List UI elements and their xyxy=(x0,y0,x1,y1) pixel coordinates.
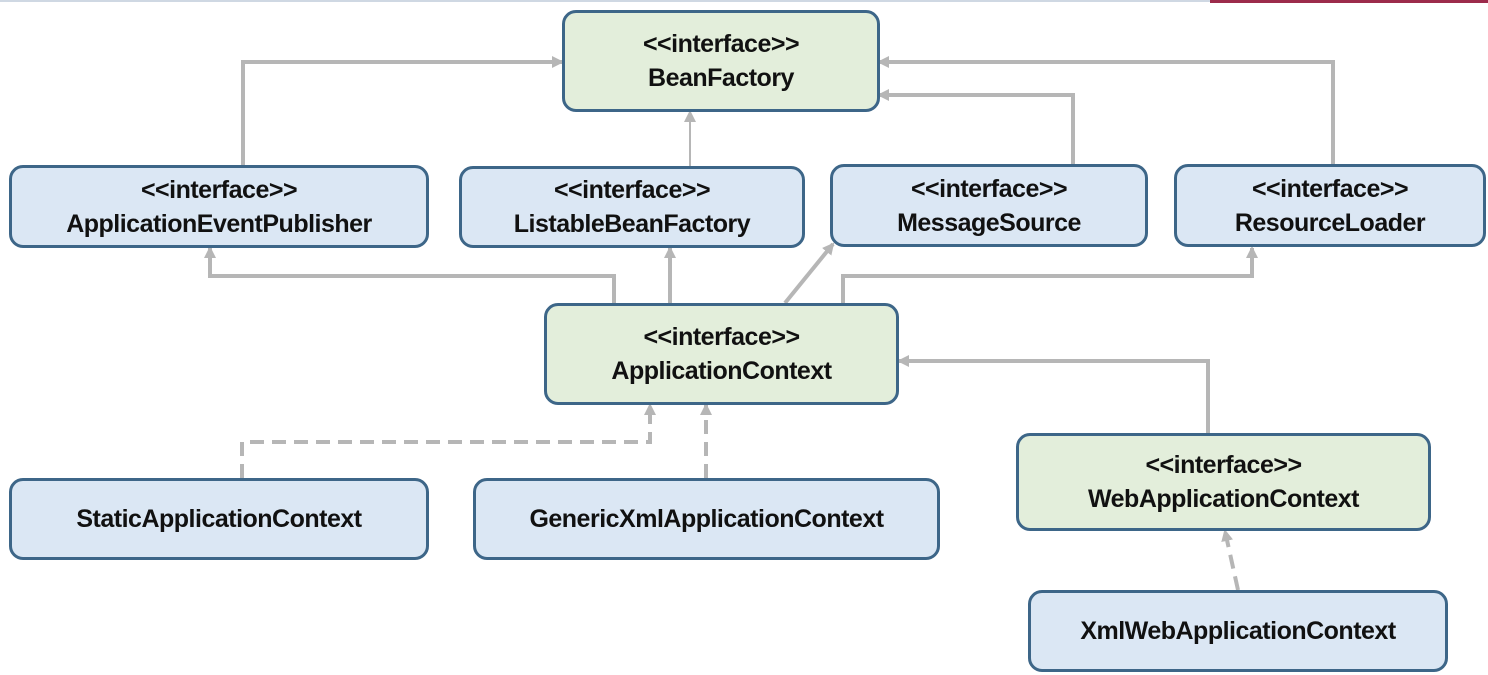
node-resourceloader[interactable]: <<interface>> ResourceLoader xyxy=(1174,164,1486,247)
node-name: ApplicationEventPublisher xyxy=(66,209,372,238)
stereotype-label: <<interface>> xyxy=(643,323,800,351)
top-accent-bar xyxy=(1210,0,1488,3)
node-name: ResourceLoader xyxy=(1234,208,1426,237)
node-name: GenericXmlApplicationContext xyxy=(529,505,884,533)
stereotype-label: <<interface>> xyxy=(642,30,800,58)
node-listablebeanfactory[interactable]: <<interface>> ListableBeanFactory xyxy=(459,166,805,248)
node-name: StaticApplicationContext xyxy=(76,505,362,533)
edge-applicationeventpublisher-to-beanfactory xyxy=(241,56,564,165)
stereotype-label: <<interface>> xyxy=(140,175,298,204)
edge-messagesource-to-beanfactory xyxy=(877,89,1075,165)
node-messagesource[interactable]: <<interface>> MessageSource xyxy=(830,164,1148,247)
stereotype-label: <<interface>> xyxy=(1251,174,1409,203)
edge-xmlwebapplicationcontext-to-webapplicationcontext xyxy=(1221,529,1240,591)
node-xmlwebapplicationcontext[interactable]: XmlWebApplicationContext xyxy=(1028,590,1448,672)
node-applicationeventpublisher[interactable]: <<interface>> ApplicationEventPublisher xyxy=(9,165,429,248)
edge-resourceloader-to-beanfactory xyxy=(877,56,1335,165)
node-name: MessageSource xyxy=(897,208,1081,237)
node-applicationcontext[interactable]: <<interface>> ApplicationContext xyxy=(544,303,899,405)
edge-staticapplicationcontext-to-applicationcontext xyxy=(240,403,656,478)
node-webapplicationcontext[interactable]: <<interface>> WebApplicationContext xyxy=(1016,433,1431,531)
edge-applicationcontext-to-resourceloader xyxy=(841,246,1258,303)
node-name: WebApplicationContext xyxy=(1088,485,1359,513)
edge-applicationcontext-to-messagesource xyxy=(783,242,835,305)
edge-webapplicationcontext-to-applicationcontext xyxy=(897,355,1210,433)
node-genericxmlapplicationcontext[interactable]: GenericXmlApplicationContext xyxy=(473,478,940,560)
stereotype-label: <<interface>> xyxy=(910,174,1068,203)
node-name: XmlWebApplicationContext xyxy=(1080,617,1396,645)
node-name: ListableBeanFactory xyxy=(513,210,751,238)
stereotype-label: <<interface>> xyxy=(553,176,711,204)
edge-applicationcontext-to-applicationeventpublisher xyxy=(204,246,616,303)
node-name: BeanFactory xyxy=(648,64,794,92)
node-beanfactory[interactable]: <<interface>> BeanFactory xyxy=(562,10,880,112)
stereotype-label: <<interface>> xyxy=(1145,451,1302,479)
top-border-line xyxy=(0,0,1488,2)
node-name: ApplicationContext xyxy=(611,357,832,385)
node-staticapplicationcontext[interactable]: StaticApplicationContext xyxy=(9,478,429,560)
